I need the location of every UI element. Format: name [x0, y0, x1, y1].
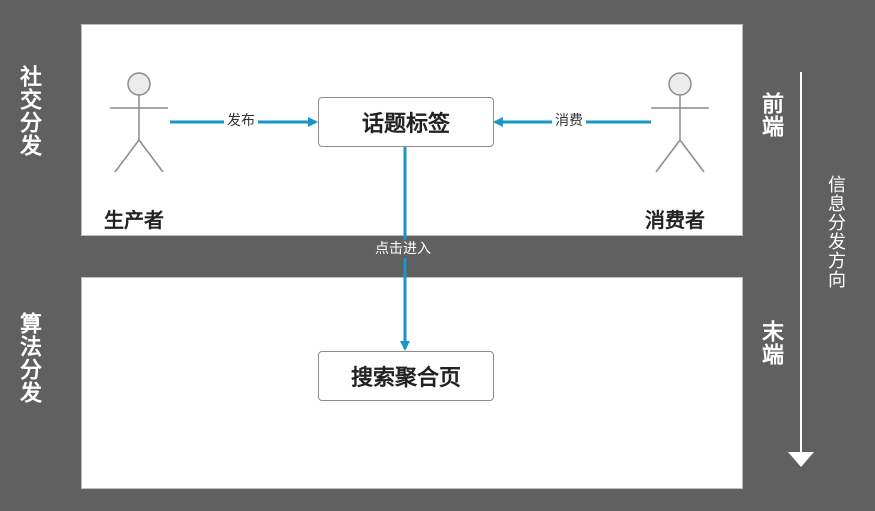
- tail-end-label: 末端: [758, 320, 783, 366]
- search-aggregation-page-node: 搜索聚合页: [318, 351, 494, 401]
- publish-label: 发布: [224, 112, 258, 130]
- consume-label: 消费: [552, 112, 586, 130]
- click-enter-label: 点击进入: [372, 240, 434, 258]
- producer-label: 生产者: [104, 208, 164, 232]
- consumer-label: 消费者: [645, 208, 705, 232]
- front-end-label: 前端: [758, 92, 783, 138]
- social-distribution-label: 社交分发: [16, 65, 41, 157]
- algorithm-distribution-label: 算法分发: [16, 312, 41, 404]
- flow-direction-arrowhead: [788, 452, 814, 467]
- flow-direction-label: 信息分发方向: [825, 175, 846, 289]
- topic-tag-node: 话题标签: [318, 97, 494, 147]
